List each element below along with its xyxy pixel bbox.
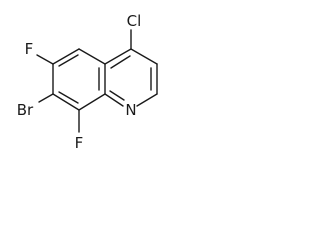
double-bond-c4a-c4	[110, 55, 131, 69]
bonds	[36, 29, 158, 133]
atom-labels: Cl F Br F N	[17, 12, 142, 152]
bond-c7-br	[38, 93, 54, 103]
chlorine-label: Cl	[127, 12, 142, 30]
bond-c6-f	[36, 54, 54, 65]
quinoline-structure-diagram: Cl F Br F N	[17, 12, 158, 152]
double-bond-c5-c6	[58, 54, 79, 67]
bond-c4a-c4	[104, 48, 132, 65]
bond-c4a-c5	[78, 48, 106, 65]
bond-c2-n1	[136, 93, 158, 107]
bond-c7-c8	[52, 93, 80, 111]
bond-c8-c8a	[78, 93, 106, 111]
double-bond-n1-c8a	[109, 90, 125, 101]
fluorine-lower-label: F	[75, 134, 84, 152]
double-bond-c7-c8	[58, 91, 79, 104]
bond-n1-c8a	[104, 93, 124, 107]
nitrogen-label: N	[125, 101, 136, 119]
bond-c5-c6	[52, 48, 80, 65]
fluorine-upper-label: F	[25, 40, 34, 58]
bromine-label: Br	[17, 101, 34, 119]
bond-c4-c3	[130, 48, 158, 65]
